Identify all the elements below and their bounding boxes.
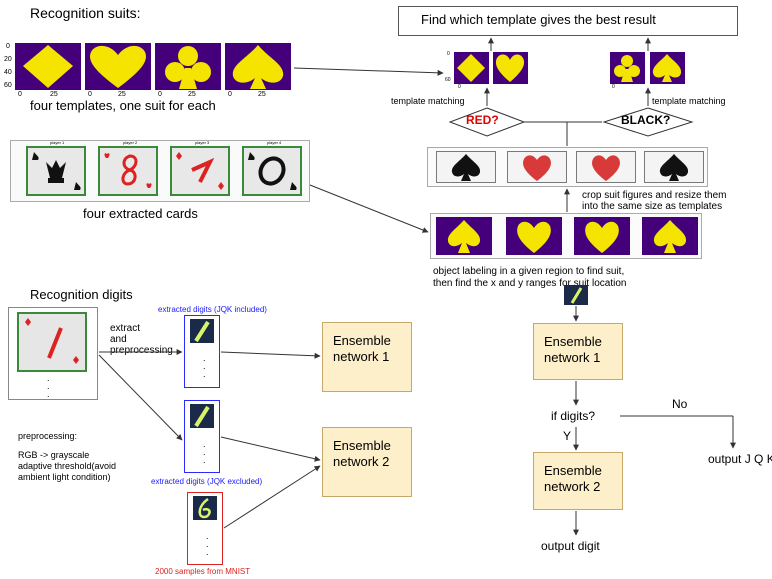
axis-x-tick: 0 [158,91,162,98]
source-card-one-diamonds-icon [17,312,87,372]
axis-x-tick: 0 [612,84,615,90]
card-eight-hearts-icon [98,146,158,196]
spade-template-small-icon [650,52,685,84]
output-digit-label: output digit [541,539,600,553]
if-digits-label: if digits? [551,409,596,423]
extract-label-3: preprocessing [110,345,173,356]
preprocessing-step-2: adaptive threshold(avoid [18,461,117,471]
heart-template-icon [85,43,151,90]
ensemble-network-1-box: Ensemble network 1 [322,322,412,392]
flow-ensemble-2-line-2: network 2 [544,479,601,495]
axis-x-tick: 0 [228,91,232,98]
labeled-heart-2-icon [574,217,630,255]
crop-heart-2-icon [576,151,636,183]
axis-y-tick: 60 [445,77,451,83]
labeled-spade-2-icon [642,217,698,255]
ensemble-network-2-line-1: Ensemble [333,438,391,453]
spade-template-icon [225,43,291,90]
diamond-template-icon [15,43,81,90]
club-template-icon [155,43,221,90]
flow-ensemble-1-line-2: network 1 [544,350,601,366]
find-best-template-label: Find which template gives the best resul… [421,12,656,27]
jqk-excluded-label: extracted digits (JQK excluded) [151,477,263,486]
no-label: No [672,397,688,411]
axis-y-tick: 0 [447,51,450,57]
arrow-templates-to-matching [293,67,444,76]
arrow-mnist-to-ens2 [223,465,321,529]
axis-x-tick: 0 [88,91,92,98]
card-title: player 1 [50,140,65,145]
ensemble-network-2-box: Ensemble network 2 [322,427,412,497]
card-title: player 2 [123,140,138,145]
card-seven-diamonds-icon [170,146,230,196]
flow-ensemble-1-box: Ensemble network 1 [533,323,623,380]
crop-note-line-1: crop suit figures and resize them [582,190,727,201]
ellipsis: ... [47,373,50,399]
mnist-label: 2000 samples from MNIST [155,567,251,576]
axis-y-tick: 0 [6,43,10,50]
crop-heart-1-icon [507,151,567,183]
labeled-heart-1-icon [506,217,562,255]
flow-ensemble-1-line-1: Ensemble [544,334,602,349]
card-zero-spades-icon [242,146,302,196]
axis-y-tick: 40 [4,69,12,76]
axis-x-tick: 25 [188,91,196,98]
mnist-six-sample-icon [193,496,217,520]
digit-one-sample-1-icon [190,319,214,343]
ellipsis: ... [206,531,209,557]
red-decision-diamond [448,107,526,137]
preprocessing-step-1: RGB -> grayscale [18,450,90,460]
crop-spade-1-icon [436,151,496,183]
find-best-template-box [398,6,738,36]
template-matching-right-label: template matching [652,96,726,106]
black-decision-diamond [602,107,694,137]
templates-caption: four templates, one suit for each [30,98,216,113]
yes-label: Y [563,429,572,443]
digit-one-sample-2-icon [190,404,214,428]
suits-heading: Recognition suits: [30,5,141,21]
card-title: player 3 [195,140,210,145]
crop-note-line-2: into the same size as templates [582,201,723,212]
flow-ensemble-2-box: Ensemble network 2 [533,452,623,510]
labeled-spade-1-icon [436,217,492,255]
heart-template-small-icon [493,52,528,84]
ensemble-network-2-line-2: network 2 [333,454,390,470]
arrow-excluded-to-ens2 [220,436,321,462]
extract-label-2: and [110,334,127,345]
ellipsis: ... [203,439,206,465]
axis-x-tick: 25 [258,91,266,98]
arrow-card-to-excluded [98,354,183,441]
jqk-included-label: extracted digits (JQK included) [158,305,267,314]
output-jqk-label: output J Q K [708,452,772,466]
label-note-line-1: object labeling in a given region to fin… [433,266,625,277]
digits-heading: Recognition digits [30,287,133,302]
cards-caption: four extracted cards [83,206,198,221]
axis-x-tick: 25 [50,91,58,98]
ensemble-network-1-line-1: Ensemble [333,333,391,348]
red-question-label: RED? [466,113,499,127]
card-title: player 4 [267,140,282,145]
axis-x-tick: 0 [18,91,22,98]
axis-x-tick: 0 [458,84,461,90]
axis-x-tick: 25 [118,91,126,98]
digit-crop-icon [564,285,588,305]
flow-ensemble-2-line-1: Ensemble [544,463,602,478]
preprocessing-title: preprocessing: [18,431,78,441]
card-queen-spades-icon [26,146,86,196]
axis-y-tick: 20 [4,56,12,63]
crop-spade-2-icon [644,151,704,183]
ellipsis: ... [203,353,206,379]
label-note-line-2: then find the x and y ranges for suit lo… [433,278,627,289]
black-question-label: BLACK? [621,113,671,127]
arrow-cards-to-labeled [309,184,429,233]
extract-label-1: extract [110,323,141,334]
preprocessing-step-3: ambient light condition) [18,472,111,482]
club-template-small-icon [610,52,645,84]
arrow-included-to-ens1 [220,351,321,359]
ensemble-network-1-line-2: network 1 [333,349,390,365]
template-matching-left-label: template matching [391,96,465,106]
diamond-template-small-icon [454,52,489,84]
axis-y-tick: 60 [4,82,12,89]
